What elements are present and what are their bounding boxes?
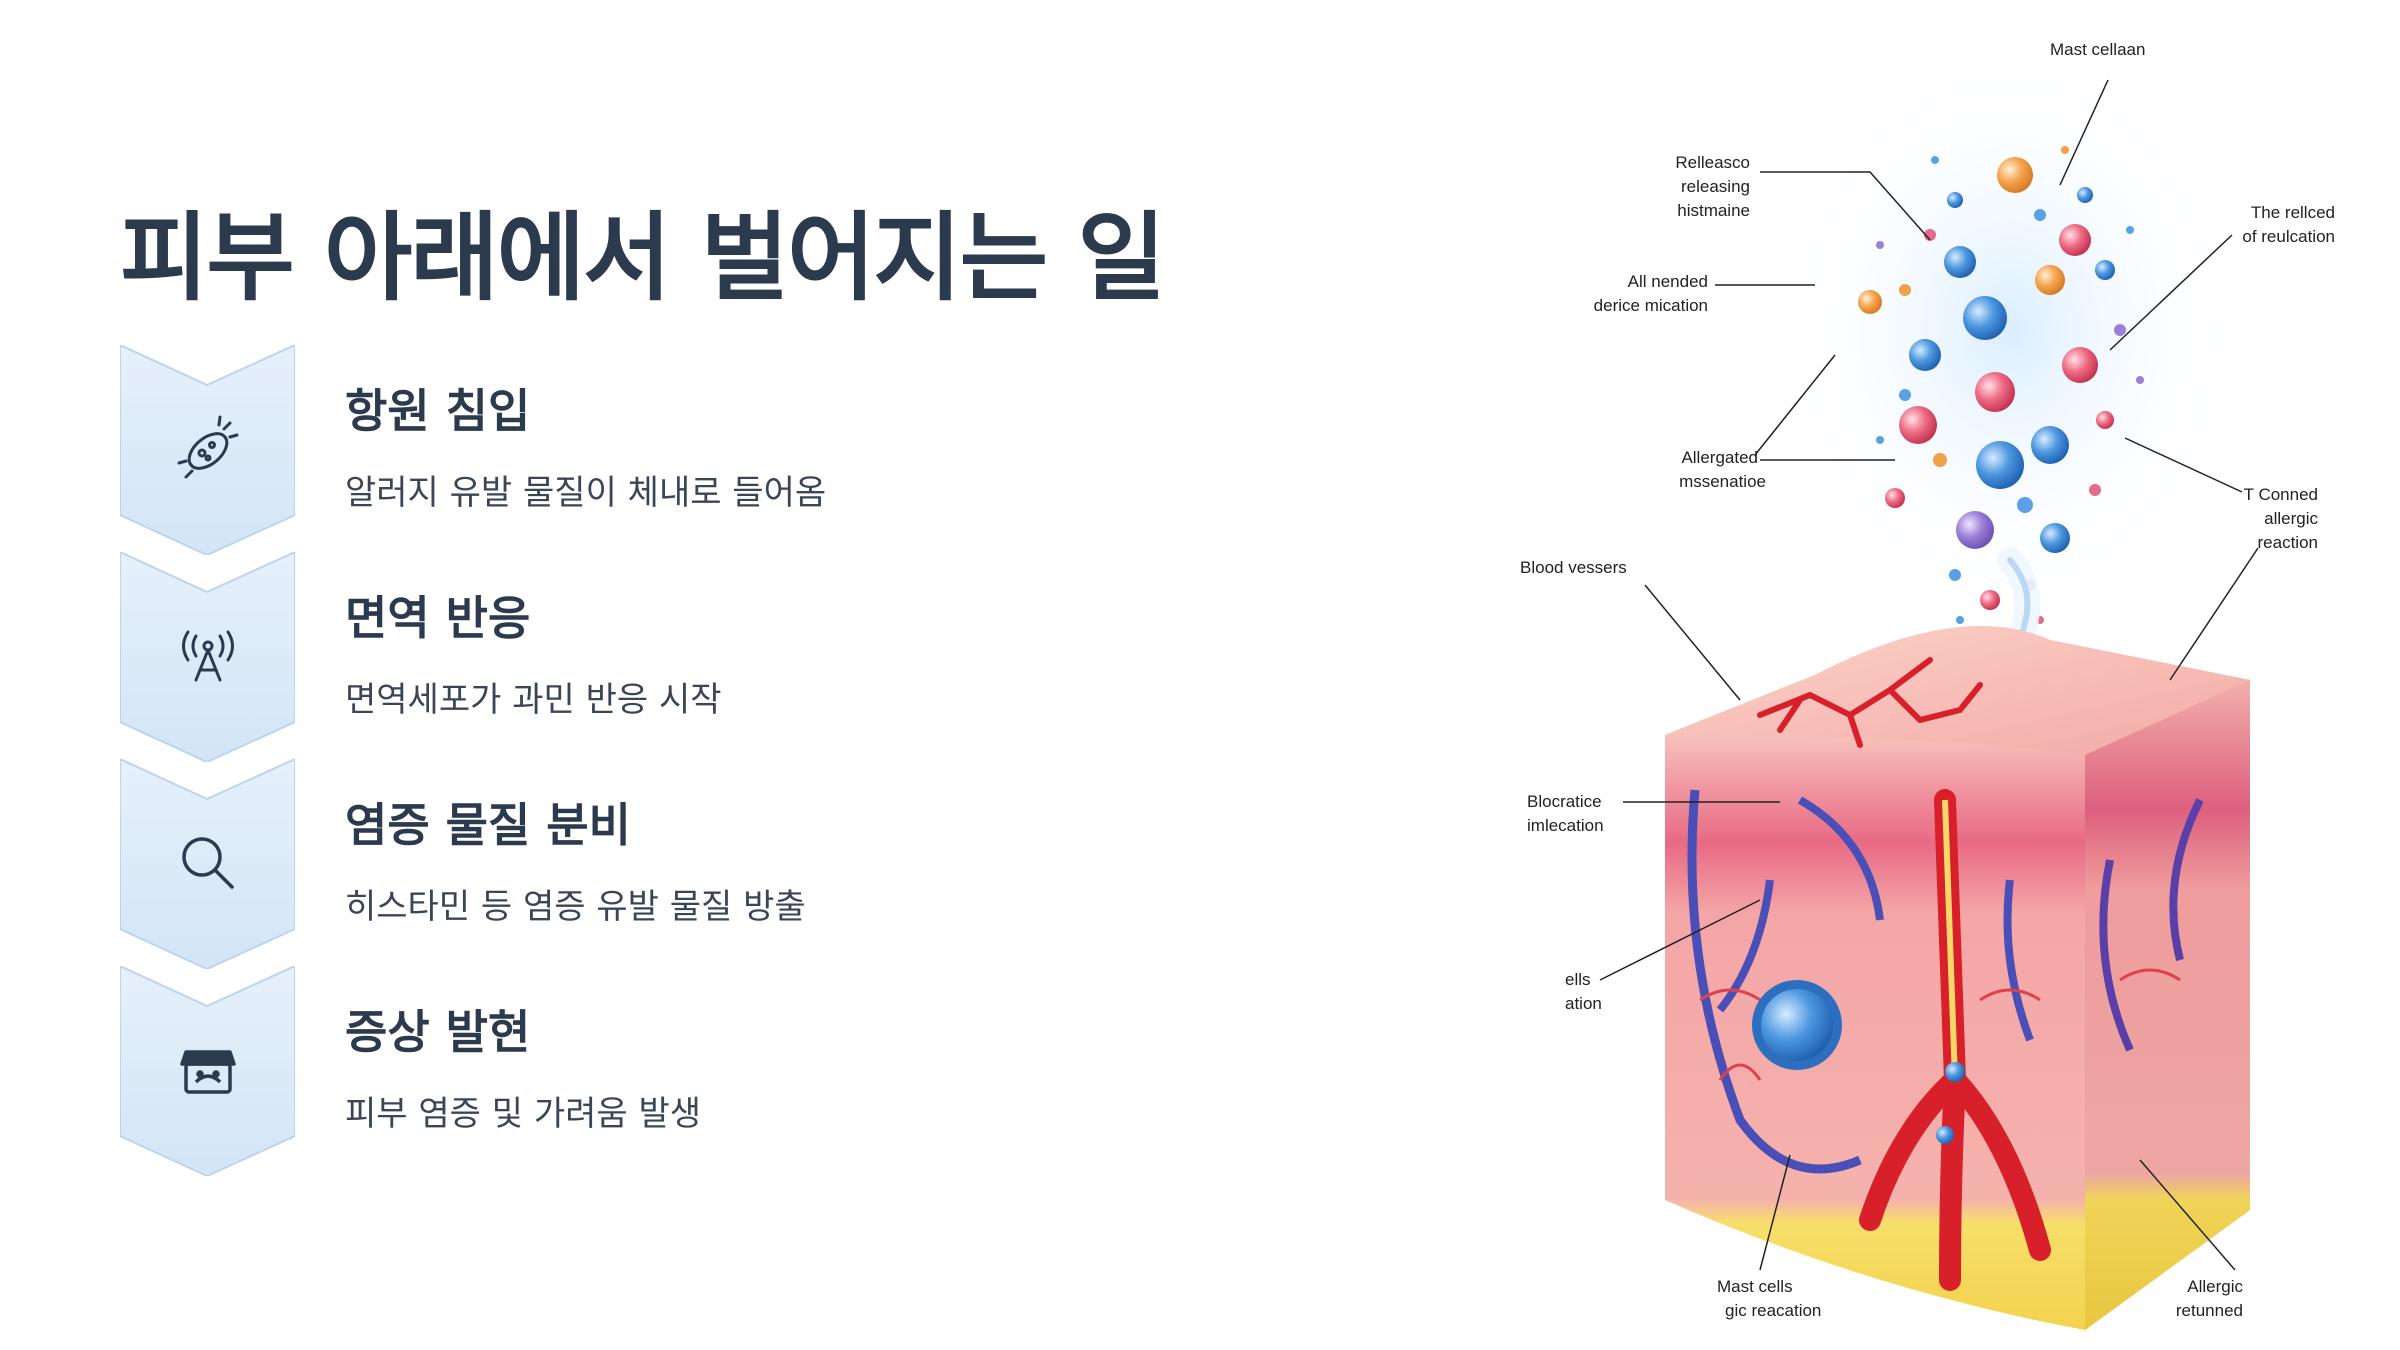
label-all-nended: derice mication [1594,296,1708,315]
step-title: 면역 반응 [345,591,531,645]
step-chevron [120,345,295,555]
label-released: histmaine [1677,201,1750,220]
label-relleced: of reulcation [2242,227,2335,246]
label-mast-cell-top: Mast cellaan [2050,40,2145,59]
label-mast-cells-bottom: Mast cells [1717,1277,1793,1296]
label-blood-vessers: Blood vessers [1520,558,1627,577]
histamine-particles [1858,146,2144,624]
bacteria-icon [172,413,244,485]
label-allergated: Allergated [1681,448,1758,467]
antenna-signal-icon [172,620,244,692]
label-allergated: mssenatioe [1679,472,1766,491]
label-released: releasing [1681,177,1750,196]
magnifier-icon [172,827,244,899]
step-title: 염증 물질 분비 [345,798,631,852]
label-blocratice: imlecation [1527,816,1604,835]
step-description: 알러지 유발 물질이 체내로 들어옴 [345,473,827,513]
skin-cross-section [1665,626,2250,1330]
label-ells: ells [1565,970,1591,989]
step-description: 면역세포가 과민 반응 시작 [345,680,722,720]
label-allergic-bottom: Allergic [2187,1277,2243,1296]
label-blocratice: Blocratice [1527,792,1602,811]
storefront-icon [172,1034,244,1106]
step-antigen-invasion: 항원 침입 알러지 유발 물질이 체내로 들어옴 [120,345,1020,555]
label-mast-cells-bottom: gic reacation [1725,1301,1821,1320]
step-description: 히스타민 등 염증 유발 물질 방출 [345,887,806,927]
label-allergic-bottom: retunned [2176,1301,2243,1320]
step-immune-response: 면역 반응 면역세포가 과민 반응 시작 [120,552,1020,762]
label-t-conned: T Conned [2244,485,2318,504]
step-symptoms: 증상 발현 피부 염증 및 가려움 발생 [120,966,1020,1176]
step-chevron [120,759,295,969]
step-title: 항원 침입 [345,384,531,438]
label-t-conned: allergic [2264,509,2318,528]
step-chevron [120,552,295,762]
label-ells: ation [1565,994,1602,1013]
label-all-nended: All nended [1628,272,1708,291]
step-title: 증상 발현 [345,1005,531,1059]
label-t-conned: reaction [2258,533,2318,552]
label-released: Relleasco [1675,153,1750,172]
step-chevron [120,966,295,1176]
step-inflammatory-release: 염증 물질 분비 히스타민 등 염증 유발 물질 방출 [120,759,1020,969]
skin-allergy-illustration: Mast cellaan Relleasco releasing histmai… [1500,20,2380,1340]
label-relleced: The rellced [2251,203,2335,222]
page-title: 피부 아래에서 벌어지는 일 [120,202,1166,314]
step-description: 피부 염증 및 가려움 발생 [345,1094,702,1134]
